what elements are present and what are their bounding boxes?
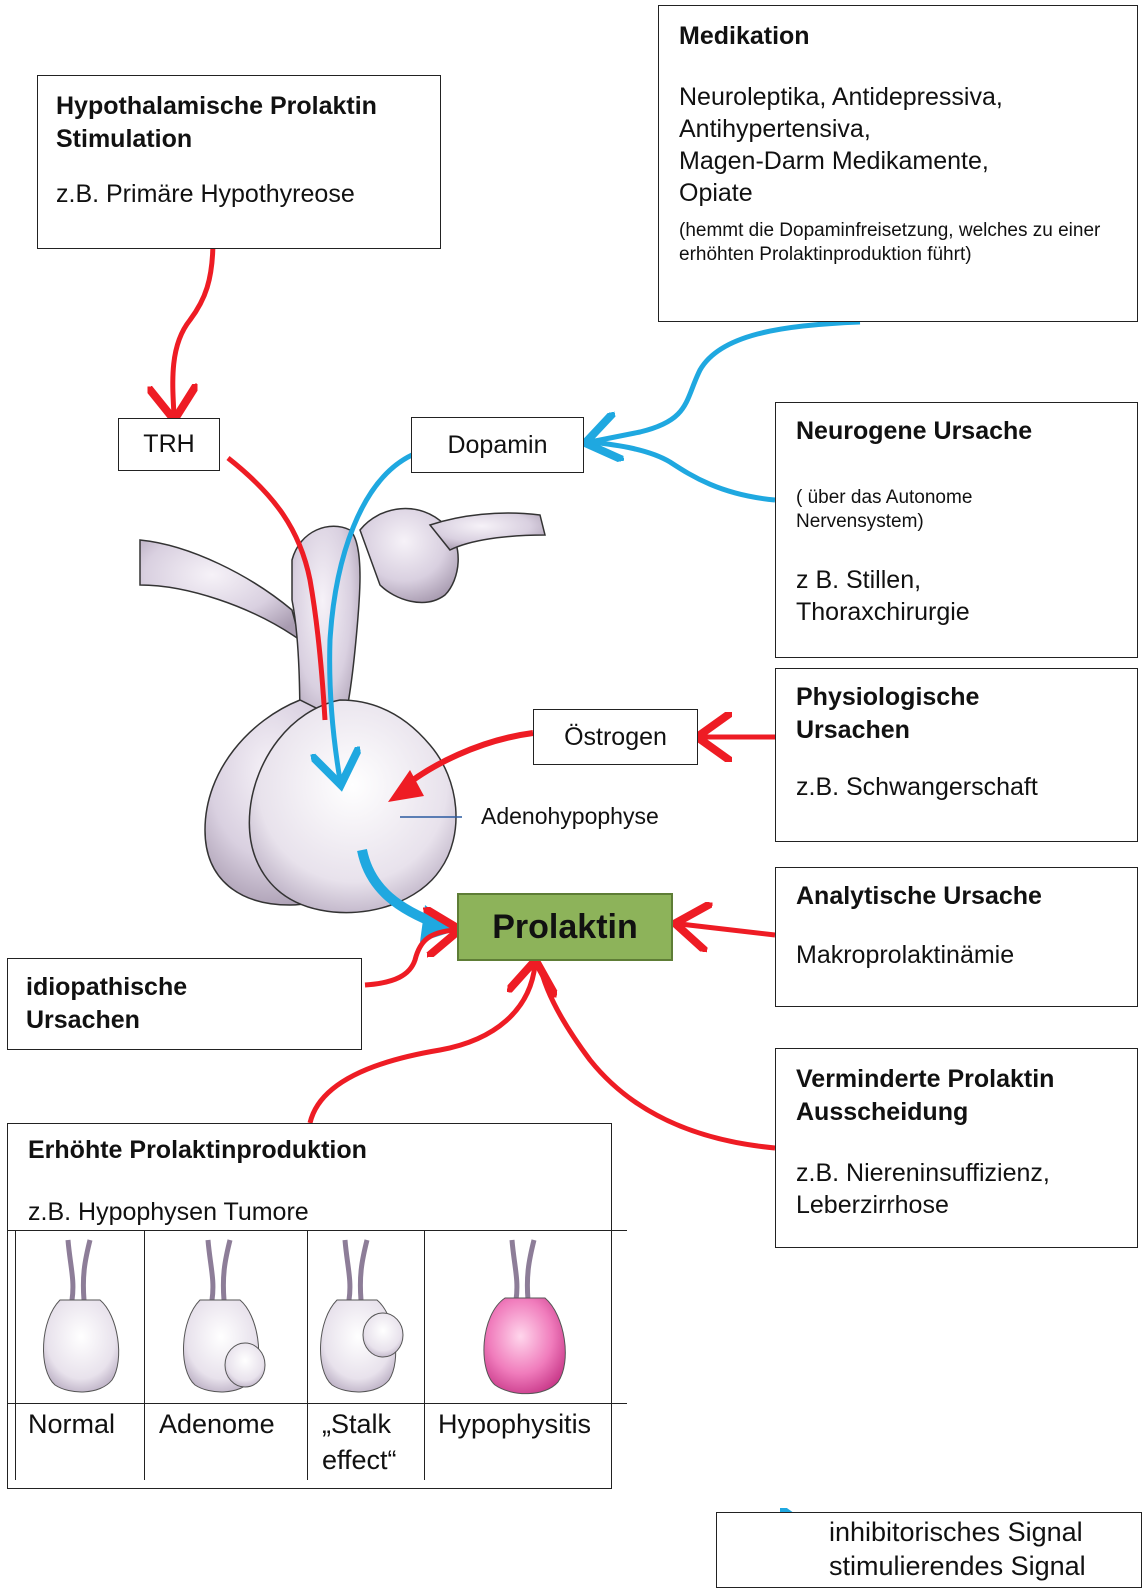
adeno-label: Adenohypophyse [481, 803, 659, 830]
medication-note: (hemmt die Dopaminfreisetzung, welches z… [679, 219, 1124, 267]
analytical-example: Makroprolaktinämie [796, 939, 1137, 971]
column-label-adenome: Adenome [159, 1406, 275, 1442]
inhibitory-arrow-neurogenic [590, 442, 775, 500]
increased-title: Erhöhte Prolaktinproduktion [28, 1134, 367, 1167]
table-mid-line [7, 1403, 627, 1404]
medication-drug: Opiate [679, 177, 1137, 209]
column-label-stalk: „Stalk effect“ [322, 1406, 412, 1478]
medication-drug: Neuroleptika, Antidepressiva, [679, 81, 1137, 113]
table-col-line [144, 1230, 145, 1480]
oestrogen-label: Östrogen [533, 709, 698, 765]
trh-label: TRH [118, 418, 220, 471]
legend-box: inhibitorisches Signal stimulierendes Si… [716, 1512, 1142, 1588]
table-col-line [307, 1230, 308, 1480]
medication-title: Medikation [679, 20, 1137, 53]
medication-drug-list: Neuroleptika, Antidepressiva, Antihypert… [679, 81, 1137, 209]
medication-drug: Antihypertensiva, [679, 113, 1137, 145]
hypothalamic-example: z.B. Primäre Hypothyreose [56, 178, 440, 210]
idiopathic-box: idiopathische Ursachen [7, 958, 362, 1050]
neurogenic-box: Neurogene Ursache ( über das Autonome Ne… [775, 402, 1138, 658]
table-col-line [15, 1230, 16, 1480]
medication-drug: Magen-Darm Medikamente, [679, 145, 1137, 177]
analytical-title: Analytische Ursache [796, 880, 1137, 913]
reduced-example: z.B. Niereninsuffizienz, Leberzirrhose [796, 1157, 1096, 1221]
stimulating-arrow-idiopathic [365, 930, 455, 985]
physiological-title: Physiologische Ursachen [796, 681, 1036, 747]
stimulating-arrow-reduced [540, 965, 775, 1148]
column-label-hypophysitis: Hypophysitis [438, 1406, 591, 1442]
column-label-normal: Normal [28, 1406, 115, 1442]
dopamin-label: Dopamin [411, 417, 584, 473]
table-top-line [7, 1230, 627, 1231]
stimulating-arrow-analytical [680, 924, 775, 935]
reduced-box: Verminderte Prolaktin Ausscheidung z.B. … [775, 1048, 1138, 1248]
reduced-title: Verminderte Prolaktin Ausscheidung [796, 1063, 1106, 1129]
hypothalamic-title: Hypothalamische Prolaktin Stimulation [56, 90, 436, 156]
neurogenic-note: ( über das Autonome Nervensystem) [796, 486, 1066, 534]
neurogenic-example: z B. Stillen, Thoraxchirurgie [796, 564, 1016, 628]
physiological-box: Physiologische Ursachen z.B. Schwangersc… [775, 668, 1138, 842]
prolaktin-box: Prolaktin [457, 893, 673, 961]
hypothalamic-box: Hypothalamische Prolaktin Stimulation z.… [37, 75, 441, 249]
legend-stimulating-label: stimulierendes Signal [829, 1551, 1086, 1582]
table-col-line [424, 1230, 425, 1480]
idiopathic-title: idiopathische Ursachen [26, 971, 246, 1037]
increased-example: z.B. Hypophysen Tumore [28, 1196, 309, 1228]
analytical-box: Analytische Ursache Makroprolaktinämie [775, 867, 1138, 1007]
neurogenic-title: Neurogene Ursache [796, 415, 1137, 448]
stimulating-arrow-hypothalamic [173, 240, 213, 415]
medication-box: Medikation Neuroleptika, Antidepressiva,… [658, 5, 1138, 322]
legend-inhibitory-label: inhibitorisches Signal [829, 1517, 1083, 1548]
physiological-example: z.B. Schwangerschaft [796, 771, 1137, 803]
